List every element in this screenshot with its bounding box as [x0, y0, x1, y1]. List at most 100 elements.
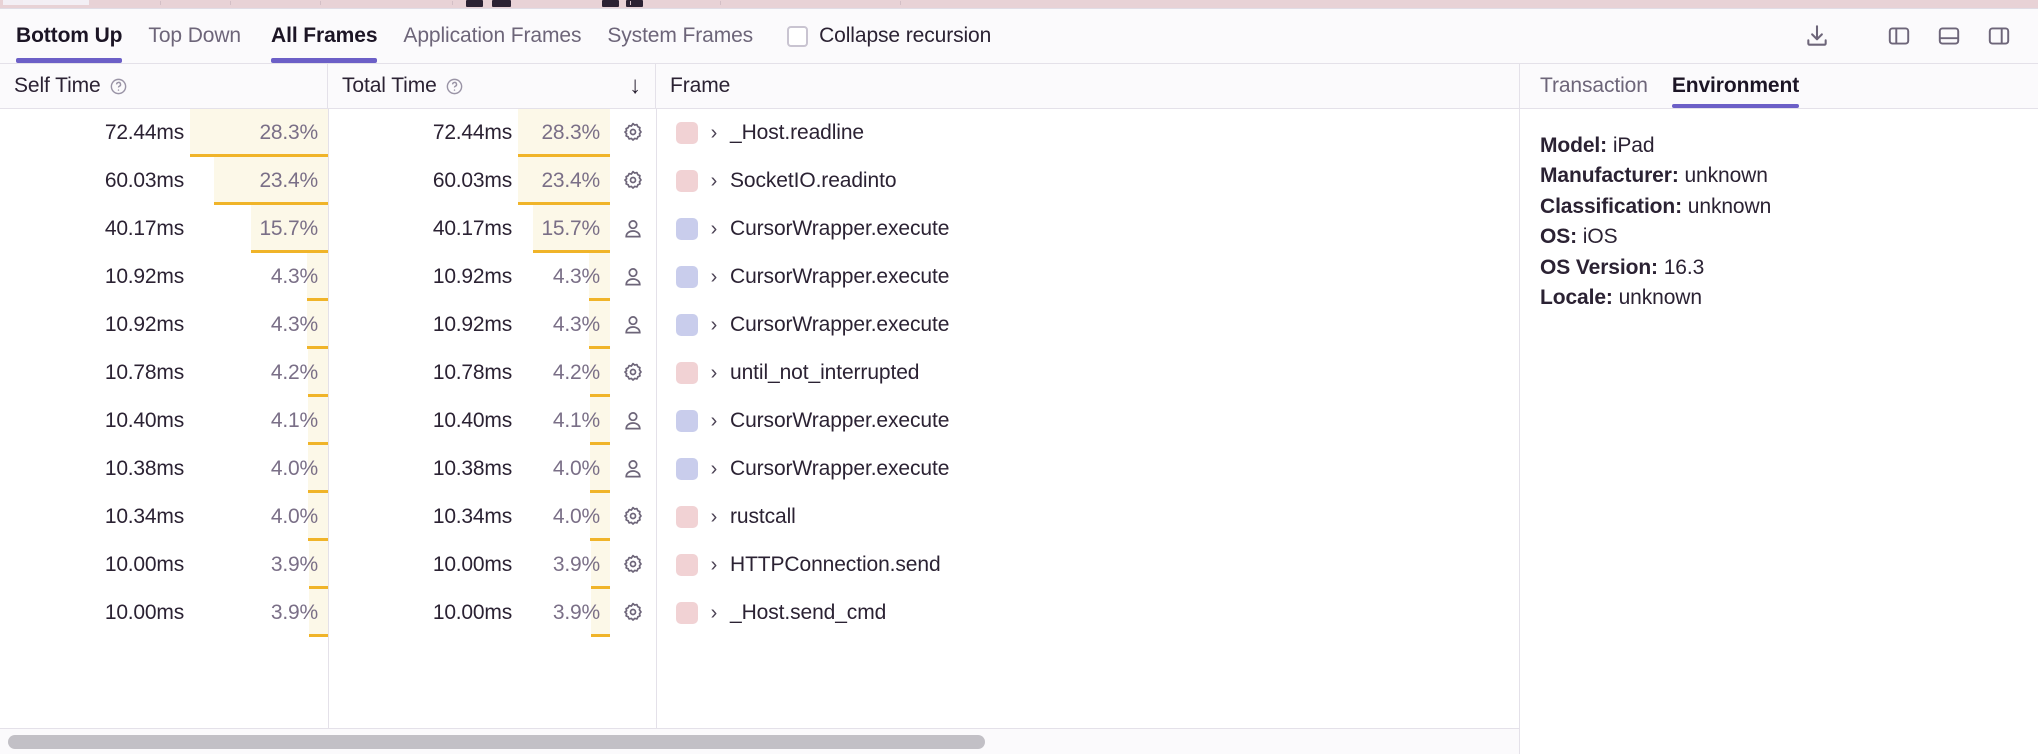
total-percent-value: 4.0%: [552, 457, 600, 480]
chevron-right-icon[interactable]: ›: [710, 217, 718, 240]
total-time-value: 10.34ms: [432, 505, 512, 528]
total-percent-cell: 3.9%: [518, 541, 610, 589]
gear-icon: [610, 157, 656, 205]
profile-body: Self Time Total Time ↓: [0, 64, 2038, 754]
environment-key: Model:: [1540, 134, 1608, 157]
horizontal-scrollbar[interactable]: [0, 728, 1519, 754]
view-mode-tabs: Bottom Up Top Down: [16, 9, 241, 63]
self-percent-cell: 3.9%: [190, 589, 328, 637]
column-header-frame[interactable]: Frame: [656, 64, 1519, 108]
environment-key: Manufacturer:: [1540, 164, 1679, 188]
total-time-value: 10.00ms: [432, 601, 512, 624]
self-percent-bar: [307, 298, 328, 301]
chevron-right-icon[interactable]: ›: [710, 169, 718, 192]
tab-environment[interactable]: Environment: [1671, 64, 1800, 108]
frame-color-swatch: [676, 170, 698, 192]
tab-top-down-label: Top Down: [148, 24, 242, 47]
sort-descending-icon[interactable]: ↓: [629, 72, 641, 99]
person-icon: [610, 301, 656, 349]
frame-filter-tabs: All Frames Application Frames System Fra…: [271, 9, 753, 63]
collapse-recursion-checkbox[interactable]: [787, 25, 809, 47]
chevron-right-icon[interactable]: ›: [710, 505, 718, 528]
cell-frame: › HTTPConnection.send: [656, 541, 1519, 589]
flamegraph-block[interactable]: [466, 0, 483, 7]
chevron-right-icon[interactable]: ›: [710, 361, 718, 384]
chevron-right-icon[interactable]: ›: [710, 457, 718, 480]
self-time-value: 10.00ms: [104, 553, 184, 576]
chevron-right-icon[interactable]: ›: [710, 601, 718, 624]
tab-application-frames[interactable]: Application Frames: [403, 9, 581, 63]
self-percent-fill: [308, 493, 328, 541]
help-icon[interactable]: [445, 77, 464, 96]
panel-left-icon[interactable]: [1882, 19, 1916, 53]
flamegraph-block[interactable]: [602, 0, 619, 7]
collapse-recursion-toggle[interactable]: Collapse recursion: [787, 24, 991, 48]
total-time-value: 60.03ms: [432, 169, 512, 192]
chevron-right-icon[interactable]: ›: [710, 553, 718, 576]
column-header-total-time[interactable]: Total Time ↓: [328, 64, 656, 108]
cell-frame: ›CursorWrapper.execute: [656, 253, 1519, 301]
total-percent-cell: 4.2%: [518, 349, 610, 397]
total-percent-fill: [590, 493, 610, 541]
tab-all-frames[interactable]: All Frames: [271, 9, 378, 63]
total-percent-bar: [591, 634, 610, 637]
flamegraph-block[interactable]: [492, 0, 511, 7]
total-time-value: 10.40ms: [432, 409, 512, 432]
self-time-value: 10.78ms: [104, 361, 184, 384]
flamegraph-tick: [630, 1, 631, 5]
chevron-right-icon[interactable]: ›: [710, 313, 718, 336]
frames-table-header: Self Time Total Time ↓: [0, 64, 1519, 109]
download-icon[interactable]: [1800, 19, 1834, 53]
total-percent-cell: 23.4%: [518, 157, 610, 205]
self-percent-value: 4.3%: [270, 313, 318, 336]
frame-name: CursorWrapper.execute: [730, 313, 950, 336]
self-percent-cell: 4.2%: [190, 349, 328, 397]
total-percent-fill: [590, 445, 610, 493]
column-header-self-time[interactable]: Self Time: [0, 64, 328, 108]
tab-system-frames[interactable]: System Frames: [607, 9, 753, 63]
frame-name: HTTPConnection.send: [730, 553, 941, 576]
panel-bottom-icon[interactable]: [1932, 19, 1966, 53]
flamegraph-minimap-strip[interactable]: [0, 0, 2038, 9]
self-percent-value: 4.0%: [270, 505, 318, 528]
horizontal-scrollbar-thumb[interactable]: [8, 734, 985, 749]
environment-value: 16.3: [1663, 255, 1705, 279]
self-percent-bar: [307, 346, 328, 349]
flamegraph-block[interactable]: [626, 0, 643, 7]
environment-row: Classification: unknown: [1540, 192, 2018, 222]
cell-frame: › CursorWrapper.execute: [656, 301, 1519, 349]
self-percent-cell: 23.4%: [190, 157, 328, 205]
chevron-right-icon[interactable]: ›: [710, 409, 718, 432]
tab-top-down[interactable]: Top Down: [148, 9, 241, 63]
self-percent-fill: [308, 397, 328, 445]
panel-right-icon[interactable]: [1982, 19, 2016, 53]
total-percent-bar: [590, 394, 610, 397]
chevron-right-icon[interactable]: ›: [710, 265, 718, 288]
frame-color-swatch: [676, 602, 698, 624]
tab-transaction[interactable]: Transaction: [1540, 64, 1648, 108]
self-percent-fill: [307, 301, 328, 349]
environment-row: Model: iPad: [1540, 131, 2018, 161]
tab-bottom-up[interactable]: Bottom Up: [16, 9, 123, 63]
chevron-right-icon[interactable]: ›: [710, 121, 718, 144]
help-icon[interactable]: [109, 77, 128, 96]
